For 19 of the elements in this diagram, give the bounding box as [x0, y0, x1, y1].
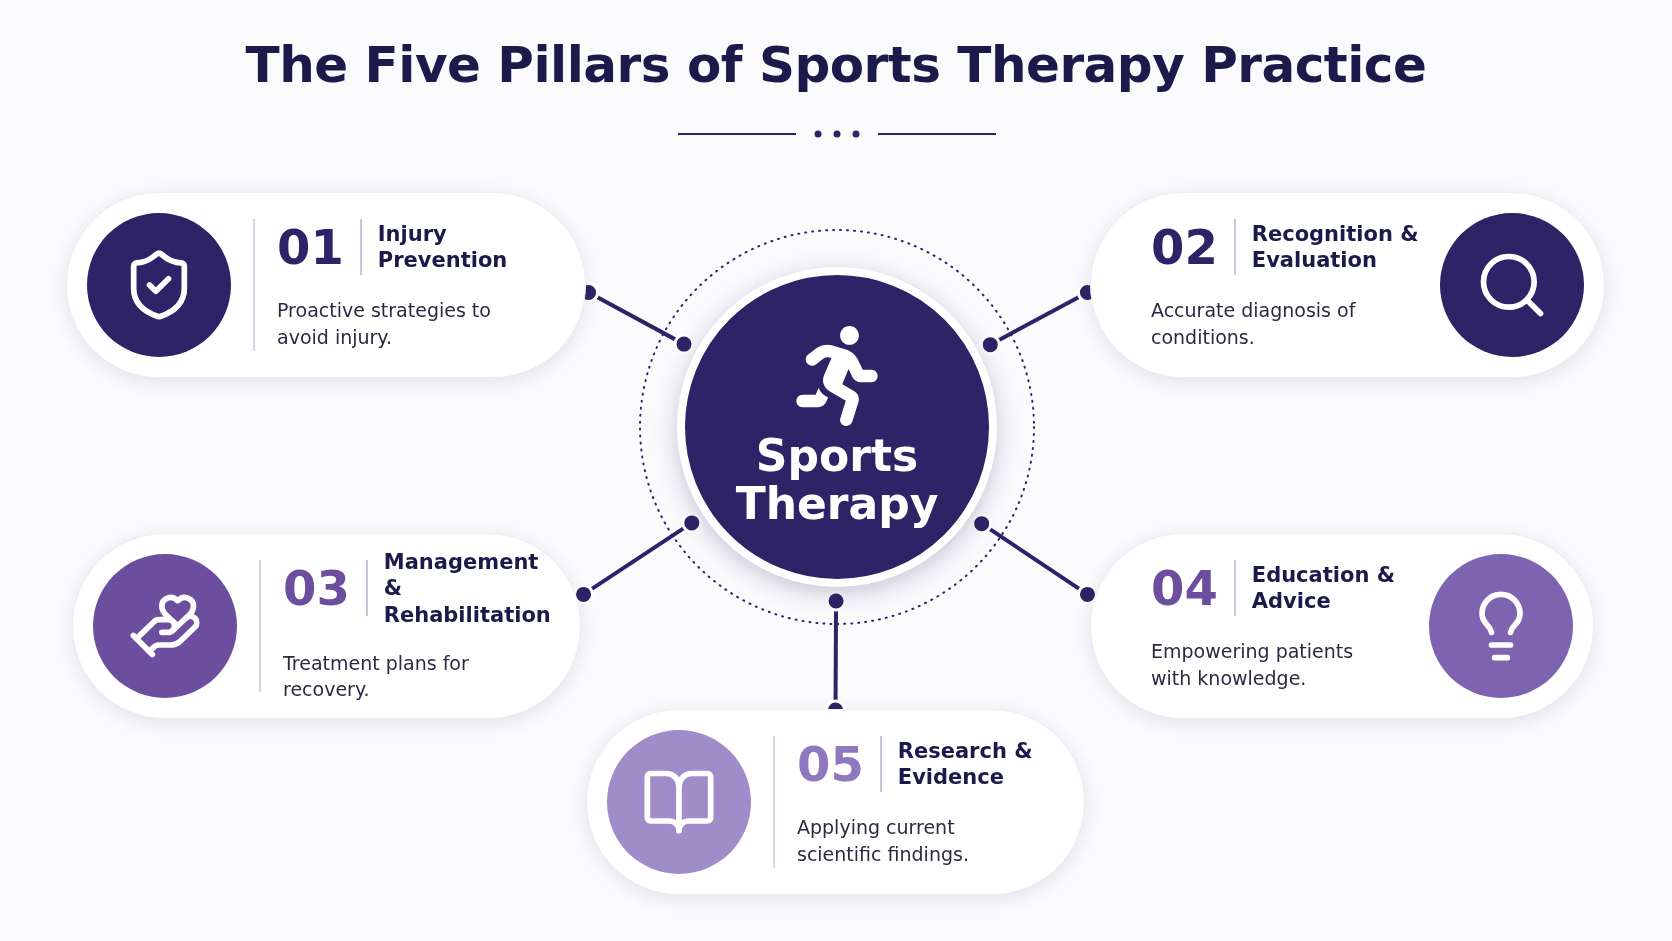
pillar-number: 05 — [797, 740, 864, 789]
pillar-title: Recognition & Evaluation — [1251, 221, 1420, 274]
connector-line — [971, 513, 1098, 605]
pillar-description: Applying current scientific findings. — [797, 815, 970, 867]
pillar-number: 04 — [1151, 564, 1218, 613]
pillar-number: 03 — [283, 564, 350, 613]
diagram-title: The Five Pillars of Sports Therapy Practice — [244, 36, 1428, 94]
pillar-description: Empowering patients with knowledge. — [1151, 639, 1355, 691]
pillar-number: 02 — [1151, 223, 1218, 272]
connector-line — [573, 512, 703, 605]
pillar-title: Management & Rehabilitation — [383, 549, 552, 628]
pillar-title: Education & Advice — [1251, 562, 1396, 615]
pillar-description: Treatment plans for recovery. — [283, 650, 470, 703]
pillar-title: Research & Evidence — [897, 738, 1034, 791]
pillar-number: 01 — [277, 223, 344, 272]
pillar-description: Proactive strategies to avoid injury. — [277, 298, 492, 350]
pillar-description: Accurate diagnosis of conditions. — [1151, 298, 1357, 350]
pillar-title: Injury Prevention — [377, 221, 509, 274]
hub-title: Sports Therapy — [734, 431, 940, 529]
